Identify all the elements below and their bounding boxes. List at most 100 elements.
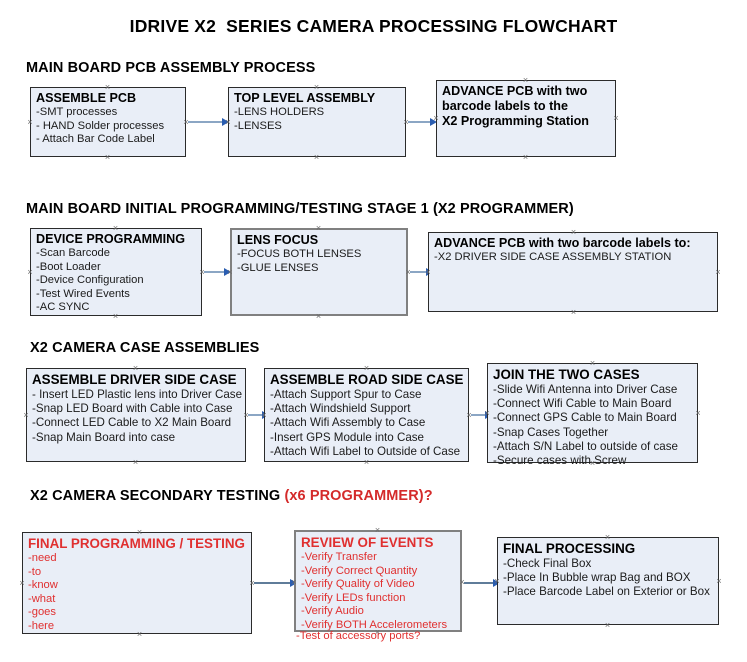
connector-lens-focus-to-advance-pcb (410, 271, 428, 273)
anchor-handle-right[interactable] (695, 410, 702, 417)
section-title-text: X2 CAMERA SECONDARY TESTING (30, 488, 285, 504)
box-line: -X2 DRIVER SIDE CASE ASSEMBLY STATION (434, 251, 672, 263)
box-header: FINAL PROGRAMMING / TESTING (28, 536, 245, 551)
box-line: -Slide Wifi Antenna into Driver Case (493, 383, 678, 396)
box-line: -here (28, 619, 55, 632)
box-advance-pcb-programming-station[interactable]: ADVANCE PCB with two barcode labels to t… (436, 80, 616, 157)
box-line: -Place In Bubble wrap Bag and BOX (503, 571, 691, 585)
anchor-handle-left[interactable] (494, 578, 501, 585)
box-line: -Snap LED Board with Cable into Case (32, 402, 233, 416)
anchor-handle-bottom[interactable] (363, 459, 370, 466)
anchor-handle-bottom[interactable] (522, 154, 529, 161)
anchor-handle-top[interactable] (112, 225, 119, 232)
box-line: -what (28, 592, 56, 605)
box-line: -Verify Quality of Video (301, 578, 415, 591)
box-final-programming-testing[interactable]: FINAL PROGRAMMING / TESTING -need -to -k… (22, 532, 252, 634)
anchor-handle-left[interactable] (484, 410, 491, 417)
section-title-x2-camera-secondary-testing: X2 CAMERA SECONDARY TESTING (x6 PROGRAMM… (30, 488, 433, 504)
section-title-text: MAIN BOARD INITIAL PROGRAMMING/TESTING S… (26, 201, 574, 217)
anchor-handle-top[interactable] (136, 529, 143, 536)
box-line: -Insert GPS Module into Case (270, 430, 425, 444)
connector-device-programming-to-lens-focus (204, 271, 226, 273)
connector-assemble-pcb-to-top-level (188, 121, 224, 123)
connector-top-level-to-advance-pcb (408, 121, 432, 123)
box-assemble-driver-side-case[interactable]: ASSEMBLE DRIVER SIDE CASE - Insert LED P… (26, 368, 246, 462)
box-line: -Test Wired Events (36, 287, 130, 300)
section-title-x2-camera-case-assemblies: X2 CAMERA CASE ASSEMBLIES (30, 340, 259, 356)
anchor-handle-top[interactable] (522, 77, 529, 84)
box-line: -Verify Audio (301, 605, 364, 618)
box-overflow-line: -Test of accessory ports? (296, 630, 421, 642)
box-final-processing[interactable]: FINAL PROCESSING -Check Final Box -Place… (497, 537, 719, 625)
box-device-programming[interactable]: DEVICE PROGRAMMING -Scan Barcode -Boot L… (30, 228, 202, 316)
anchor-handle-left[interactable] (433, 115, 440, 122)
anchor-handle-left[interactable] (227, 269, 234, 276)
anchor-handle-top[interactable] (315, 225, 322, 232)
anchor-handle-bottom[interactable] (315, 313, 322, 320)
anchor-handle-left[interactable] (425, 269, 432, 276)
anchor-handle-top[interactable] (604, 534, 611, 541)
anchor-handle-left[interactable] (225, 119, 232, 126)
box-join-the-two-cases[interactable]: JOIN THE TWO CASES -Slide Wifi Antenna i… (487, 363, 698, 467)
anchor-handle-bottom[interactable] (136, 631, 143, 638)
box-line: -Connect Wifi Cable to Main Board (493, 397, 672, 411)
box-line: -LENSES (234, 119, 282, 132)
box-line: -Connect GPS Cable to Main Board (493, 411, 677, 425)
box-advance-pcb-driver-side-station[interactable]: ADVANCE PCB with two barcode labels to: … (428, 232, 718, 312)
box-line: -Verify BOTH Accelerometers (301, 618, 448, 631)
anchor-handle-right[interactable] (716, 578, 723, 585)
box-line: - Attach Bar Code Label (36, 133, 155, 146)
anchor-handle-top[interactable] (363, 365, 370, 372)
anchor-handle-top[interactable] (132, 365, 139, 372)
box-line: -Scan Barcode (36, 247, 111, 259)
anchor-handle-bottom[interactable] (313, 154, 320, 161)
box-header: DEVICE PROGRAMMING (36, 232, 186, 246)
box-line: -Place Barcode Label on Exterior or Box (503, 585, 710, 599)
anchor-handle-top[interactable] (589, 360, 596, 367)
box-assemble-road-side-case[interactable]: ASSEMBLE ROAD SIDE CASE -Attach Support … (264, 368, 469, 462)
anchor-handle-top[interactable] (570, 229, 577, 236)
box-line: - Insert LED Plastic lens into Driver Ca… (32, 388, 243, 401)
box-header: FINAL PROCESSING (503, 541, 636, 556)
box-line: -GLUE LENSES (237, 261, 319, 274)
box-line: -Boot Loader (36, 260, 101, 273)
box-line: -AC SYNC (36, 301, 90, 314)
box-line: -Snap Cases Together (493, 425, 609, 439)
box-header: ASSEMBLE ROAD SIDE CASE (270, 372, 464, 387)
anchor-handle-bottom[interactable] (112, 313, 119, 320)
connector-road-case-to-join-cases (471, 414, 487, 416)
anchor-handle-bottom[interactable] (604, 622, 611, 629)
box-line: -Verify Transfer (301, 551, 377, 563)
anchor-handle-left[interactable] (19, 580, 26, 587)
anchor-handle-bottom[interactable] (589, 460, 596, 467)
anchor-handle-top[interactable] (104, 84, 111, 91)
anchor-handle-right[interactable] (613, 115, 620, 122)
anchor-handle-left[interactable] (261, 412, 268, 419)
box-review-of-events[interactable]: REVIEW OF EVENTS -Verify Transfer -Verif… (294, 530, 462, 632)
section-title-text: MAIN BOARD PCB ASSEMBLY PROCESS (26, 60, 316, 76)
box-top-level-assembly[interactable]: TOP LEVEL ASSEMBLY -LENS HOLDERS -LENSES (228, 87, 406, 157)
box-line: -LENS HOLDERS (234, 106, 325, 118)
anchor-handle-bottom[interactable] (374, 629, 381, 636)
box-header: ASSEMBLE PCB (36, 91, 137, 105)
anchor-handle-bottom[interactable] (104, 154, 111, 161)
box-header: ASSEMBLE DRIVER SIDE CASE (32, 372, 237, 387)
anchor-handle-right[interactable] (715, 269, 722, 276)
box-line: -Connect LED Cable to X2 Main Board (32, 416, 232, 430)
anchor-handle-top[interactable] (313, 84, 320, 91)
anchor-handle-top[interactable] (374, 527, 381, 534)
box-line: -Check Final Box (503, 557, 592, 570)
box-line: -Attach Wifi Assembly to Case (270, 416, 426, 430)
anchor-handle-left[interactable] (27, 119, 34, 126)
anchor-handle-bottom[interactable] (570, 309, 577, 316)
anchor-handle-left[interactable] (291, 579, 298, 586)
box-line: -to (28, 565, 42, 578)
anchor-handle-left[interactable] (23, 412, 30, 419)
anchor-handle-bottom[interactable] (132, 459, 139, 466)
anchor-handle-left[interactable] (27, 269, 34, 276)
section-title-accent: (x6 PROGRAMMER)? (284, 488, 433, 504)
box-lens-focus[interactable]: LENS FOCUS -FOCUS BOTH LENSES -GLUE LENS… (230, 228, 408, 316)
box-header-line: barcode labels to the (442, 99, 568, 113)
box-assemble-pcb[interactable]: ASSEMBLE PCB -SMT processes - HAND Solde… (30, 87, 186, 157)
